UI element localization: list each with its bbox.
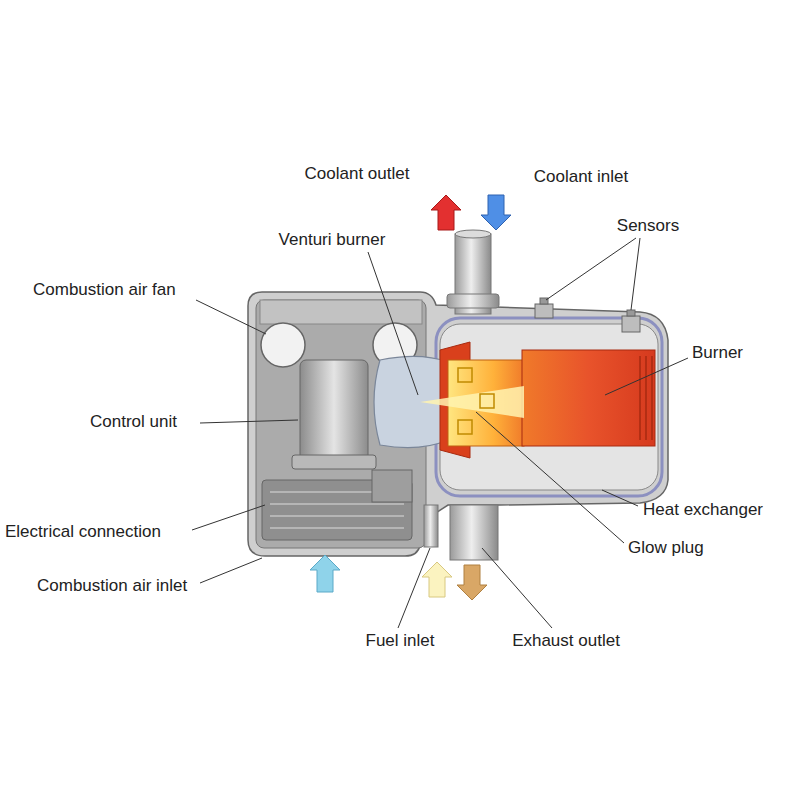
illustration-part: [424, 505, 438, 547]
illustration-part: [481, 195, 511, 230]
illustration-part: [602, 490, 638, 506]
part-label: Sensors: [617, 216, 679, 236]
illustration-part: [372, 470, 412, 502]
illustration-part: [422, 562, 452, 597]
illustration-part: [192, 238, 688, 628]
illustration-part: [458, 368, 472, 382]
illustration-part: [605, 358, 688, 395]
part-label: Electrical connection: [5, 522, 161, 542]
illustration-part: [457, 565, 487, 600]
illustration-part: [292, 455, 376, 469]
part-label: Coolant inlet: [534, 167, 629, 187]
illustration-part: [522, 350, 655, 446]
illustration-part: [482, 548, 552, 628]
illustration-part: [420, 386, 524, 418]
part-label: Burner: [692, 343, 743, 363]
illustration-part: [200, 420, 298, 423]
part-label: Fuel inlet: [366, 631, 435, 651]
part-label: Heat exchanger: [643, 500, 763, 520]
part-label: Combustion air fan: [33, 280, 176, 300]
illustration-part: [476, 412, 624, 543]
illustration-part: [447, 294, 499, 308]
part-label: Glow plug: [628, 538, 704, 558]
illustration-part: [480, 394, 494, 408]
illustration-part: [455, 230, 491, 238]
illustration-part: [310, 555, 340, 592]
illustration-part: [196, 300, 266, 334]
illustration-part: [627, 310, 635, 316]
part-label: Combustion air inlet: [37, 576, 187, 596]
illustration-part: [200, 558, 262, 583]
illustration-part: [622, 316, 640, 332]
illustration-part: [300, 360, 368, 468]
illustration-part: [398, 548, 430, 628]
illustration-part: [261, 323, 305, 367]
illustration-part: [458, 420, 472, 434]
illustration-part: [450, 505, 498, 560]
illustration-part: [546, 238, 636, 300]
illustration-part: [368, 252, 418, 395]
illustration-part: [640, 356, 652, 440]
part-label: Venturi burner: [279, 230, 386, 250]
illustration-part: [431, 195, 461, 230]
illustration-part: [192, 505, 265, 530]
part-label: Control unit: [90, 412, 177, 432]
illustration-part: [535, 304, 553, 318]
part-label: Exhaust outlet: [512, 631, 620, 651]
part-label: Coolant outlet: [305, 164, 410, 184]
illustration-part: [260, 300, 422, 324]
illustration-part: [631, 238, 640, 310]
